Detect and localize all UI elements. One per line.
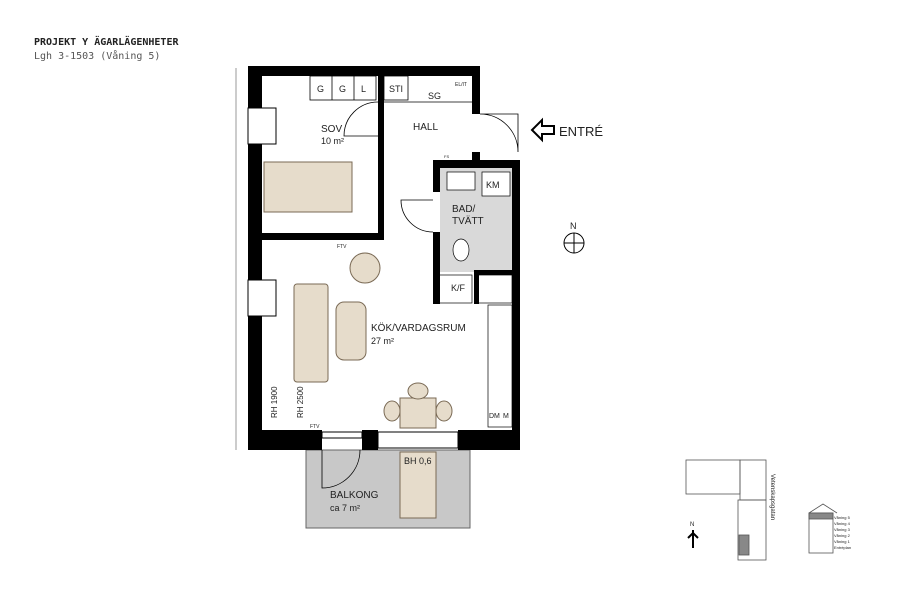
- windows: [247, 107, 459, 449]
- walls: [248, 66, 520, 450]
- floor-label: Entréplan: [834, 545, 851, 550]
- balcony-table: [399, 451, 437, 519]
- street-label: Vetenskapsgatan: [769, 474, 775, 520]
- floor-label: Våning 4: [834, 521, 851, 526]
- bath-fixtures: [446, 171, 511, 262]
- fs-label: FS: [444, 154, 449, 159]
- room-label-hall: HALL: [413, 122, 438, 133]
- sg-label: SG: [428, 91, 441, 101]
- key-plan: [685, 459, 767, 561]
- dm-label: DM: [489, 413, 500, 420]
- doors: [321, 101, 519, 489]
- room-label-bad-2: TVÄTT: [452, 215, 484, 227]
- room-area-kok: 27 m²: [371, 336, 394, 346]
- ftv-label: FTV: [337, 244, 347, 250]
- floor-label: Våning 5: [834, 515, 851, 520]
- chairs: [383, 382, 453, 422]
- room-area-balkong: ca 7 m²: [330, 503, 360, 513]
- floor-label: Våning 2: [834, 533, 851, 538]
- room-label-sov: SOV: [321, 124, 342, 135]
- balcony: [305, 449, 471, 529]
- elit-label: EL/IT: [455, 82, 467, 88]
- ftv-label: FTV: [310, 424, 320, 430]
- km-label: KM: [486, 180, 500, 190]
- room-label-balkong: BALKONG: [330, 490, 379, 501]
- kitchen-counter: [433, 274, 513, 428]
- sofa: [293, 283, 329, 383]
- rh-label: RH 1900: [270, 386, 279, 418]
- bh-label: BH 0,6: [404, 456, 432, 466]
- wardrobe-label: L: [361, 84, 366, 94]
- wardrobe-label: G: [317, 84, 324, 94]
- project-title: PROJEKT Y ÄGARLÄGENHETER: [34, 37, 179, 48]
- entrance-label: ENTRÉ: [559, 124, 603, 139]
- rh-label: RH 2500: [296, 386, 305, 418]
- floor-label: Våning 1: [834, 539, 851, 544]
- coffee-table: [335, 301, 367, 361]
- sti-label: STI: [389, 84, 403, 94]
- floor-label: Våning 3: [834, 527, 851, 532]
- armchair: [349, 252, 381, 284]
- wardrobe-label: G: [339, 84, 346, 94]
- compass-icon: [563, 232, 585, 254]
- m-label: M: [503, 413, 509, 420]
- unit-subtitle: Lgh 3-1503 (Våning 5): [34, 51, 161, 62]
- room-label-kok: KÖK/VARDAGSRUM: [371, 322, 466, 334]
- dining-table: [399, 397, 437, 429]
- building-floors: [808, 503, 838, 554]
- keyplan-north-arrow-icon: [687, 530, 699, 548]
- room-label-bad-1: BAD/: [452, 204, 476, 215]
- keyplan-north-label: N: [690, 522, 694, 528]
- compass-label: N: [570, 221, 577, 231]
- room-area-sov: 10 m²: [321, 136, 344, 146]
- kf-label: K/F: [451, 283, 466, 293]
- entrance-arrow-icon: [530, 117, 555, 143]
- bed: [263, 161, 353, 213]
- wardrobes: [309, 75, 472, 103]
